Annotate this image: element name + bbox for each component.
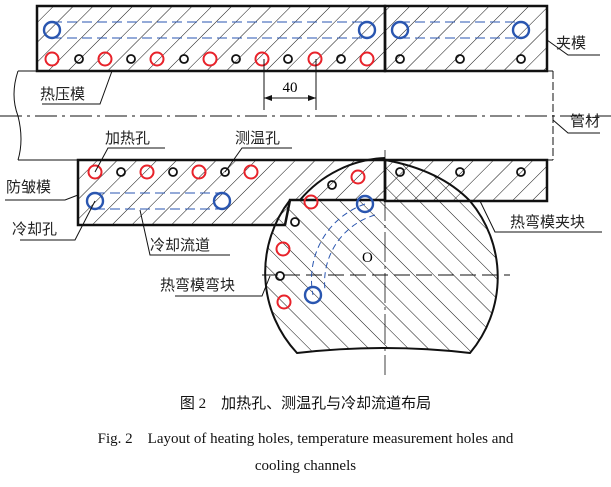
label-center-o: O	[362, 250, 373, 266]
tube	[0, 70, 611, 161]
hot-press-die	[35, 4, 549, 73]
dimension-label: 40	[283, 80, 298, 96]
label-bend-block: 热弯模弯块	[160, 276, 235, 294]
dimension-40: 40	[263, 59, 317, 110]
label-hot-press-die: 热压模	[40, 85, 85, 103]
heating-holes	[44, 51, 375, 310]
temperature-holes	[74, 54, 526, 281]
label-clamp-die: 夹模	[556, 34, 586, 52]
bend-clamp-block	[383, 158, 549, 203]
cooling-holes	[42, 20, 531, 305]
label-wrinkle-die: 防皱模	[6, 178, 51, 196]
label-cooling-hole: 冷却孔	[12, 220, 57, 238]
caption-en-line2: cooling channels	[254, 458, 357, 474]
label-cooling-channel: 冷却流道	[150, 236, 210, 254]
label-heating-hole: 加热孔	[105, 129, 150, 147]
label-bend-clamp-block: 热弯模夹块	[510, 213, 585, 231]
caption-en-line1: Fig. 2 Layout of heating holes, temperat…	[97, 431, 514, 447]
caption-cn: 图 2 加热孔、测温孔与冷却流道布局	[179, 396, 432, 412]
leader-lines	[5, 39, 602, 297]
wrinkle-die	[76, 158, 549, 227]
label-temp-hole: 测温孔	[235, 129, 280, 147]
label-tube: 管材	[570, 112, 600, 130]
